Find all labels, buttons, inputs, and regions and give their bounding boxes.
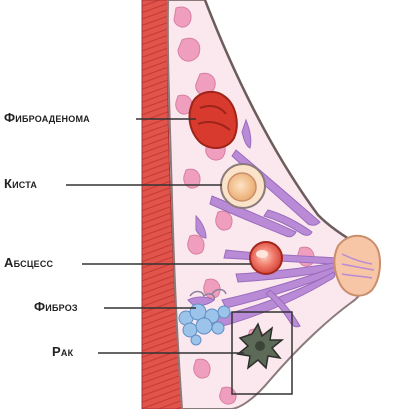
lobules (173, 6, 315, 405)
cancer-lesion (236, 322, 285, 370)
abscess-label: Абсцесс (4, 255, 54, 270)
fibroadenoma-lesion (188, 90, 238, 149)
cyst-lesion (220, 163, 266, 209)
fibrosis-label: Фиброз (34, 299, 78, 314)
nipple (333, 235, 381, 297)
fibroadenoma-label: Фиброаденома (4, 110, 90, 125)
abscess-lesion (249, 241, 283, 275)
skin-outline (203, 0, 363, 249)
cyst-label: Киста (4, 176, 38, 191)
fibrosis-lesion (178, 288, 231, 346)
cancer-label: Рак (52, 344, 74, 359)
leader-lines (66, 118, 252, 354)
